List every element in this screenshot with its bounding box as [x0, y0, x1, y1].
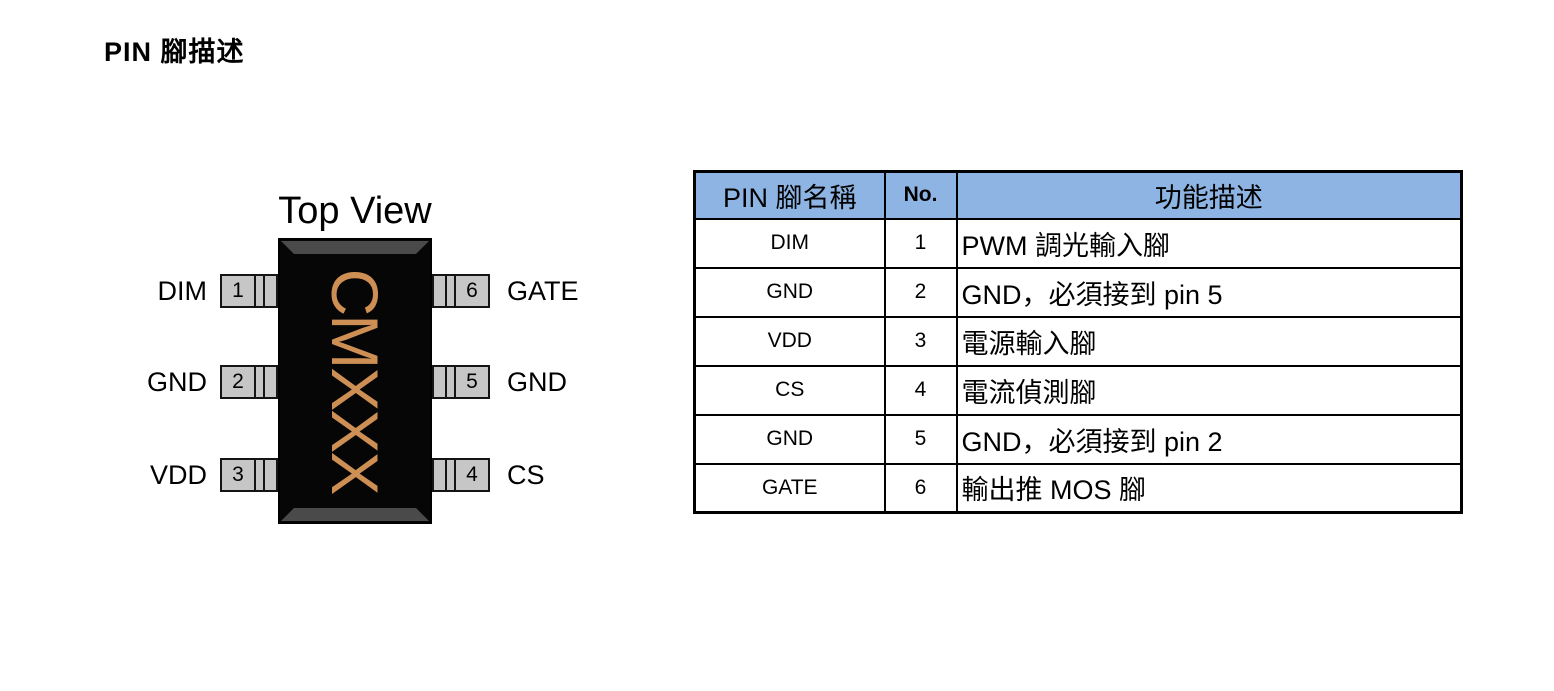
row-pin-desc: 電源輸入腳: [955, 315, 1463, 367]
table-row: GND 5 GND，必須接到 pin 2: [693, 413, 1463, 465]
row-pin-name: CS: [693, 364, 886, 416]
row-pin-desc: 輸出推 MOS 腳: [955, 462, 1463, 514]
pin-3: 3: [220, 458, 278, 492]
row-pin-no: 3: [883, 315, 958, 367]
row-pin-name: GND: [693, 266, 886, 318]
pin-2: 2: [220, 365, 278, 399]
pin-5-label: GND: [507, 367, 567, 397]
row-pin-name: GND: [693, 413, 886, 465]
header-function: 功能描述: [955, 170, 1463, 220]
topview-title: Top View: [278, 190, 432, 232]
pin-lead-segment: [263, 458, 278, 492]
header-pin-name: PIN 腳名稱: [693, 170, 886, 220]
row-pin-name: VDD: [693, 315, 886, 367]
pin-6-label: GATE: [507, 276, 579, 306]
pin-2-label: GND: [147, 367, 207, 397]
row-pin-desc: GND，必須接到 pin 5: [955, 266, 1463, 318]
pin-5-number: 5: [454, 365, 490, 399]
row-pin-name: GATE: [693, 462, 886, 514]
pin-2-number: 2: [220, 365, 256, 399]
pin-4-label: CS: [507, 460, 545, 490]
header-no: No.: [883, 170, 958, 220]
pin-3-number: 3: [220, 458, 256, 492]
pin-1-number: 1: [220, 274, 256, 308]
chip-marking-text: CMXXX: [318, 268, 392, 494]
pin-lead-segment: [263, 365, 278, 399]
page-title: PIN 腳描述: [104, 37, 245, 67]
pin-1: 1: [220, 274, 278, 308]
row-pin-desc: 電流偵測腳: [955, 364, 1463, 416]
row-pin-name: DIM: [693, 217, 886, 269]
row-pin-desc: PWM 調光輸入腳: [955, 217, 1463, 269]
row-pin-no: 4: [883, 364, 958, 416]
table-header-row: PIN 腳名稱 No. 功能描述: [693, 170, 1463, 220]
pin-6: 6: [432, 274, 490, 308]
pin-4: 4: [432, 458, 490, 492]
chip-package: CMXXX: [278, 238, 432, 524]
pin-lead-segment: [263, 274, 278, 308]
pin-5: 5: [432, 365, 490, 399]
row-pin-no: 6: [883, 462, 958, 514]
table-row: DIM 1 PWM 調光輸入腳: [693, 217, 1463, 269]
table-row: VDD 3 電源輸入腳: [693, 315, 1463, 367]
pin-description-table: PIN 腳名稱 No. 功能描述 DIM 1 PWM 調光輸入腳 GND 2 G…: [693, 170, 1463, 514]
table-row: GND 2 GND，必須接到 pin 5: [693, 266, 1463, 318]
row-pin-no: 5: [883, 413, 958, 465]
table-row: CS 4 電流偵測腳: [693, 364, 1463, 416]
pin-1-label: DIM: [157, 276, 208, 306]
row-pin-no: 2: [883, 266, 958, 318]
table-row: GATE 6 輸出推 MOS 腳: [693, 462, 1463, 514]
pin-6-number: 6: [454, 274, 490, 308]
pin-4-number: 4: [454, 458, 490, 492]
row-pin-no: 1: [883, 217, 958, 269]
pin-3-label: VDD: [149, 460, 207, 490]
row-pin-desc: GND，必須接到 pin 2: [955, 413, 1463, 465]
